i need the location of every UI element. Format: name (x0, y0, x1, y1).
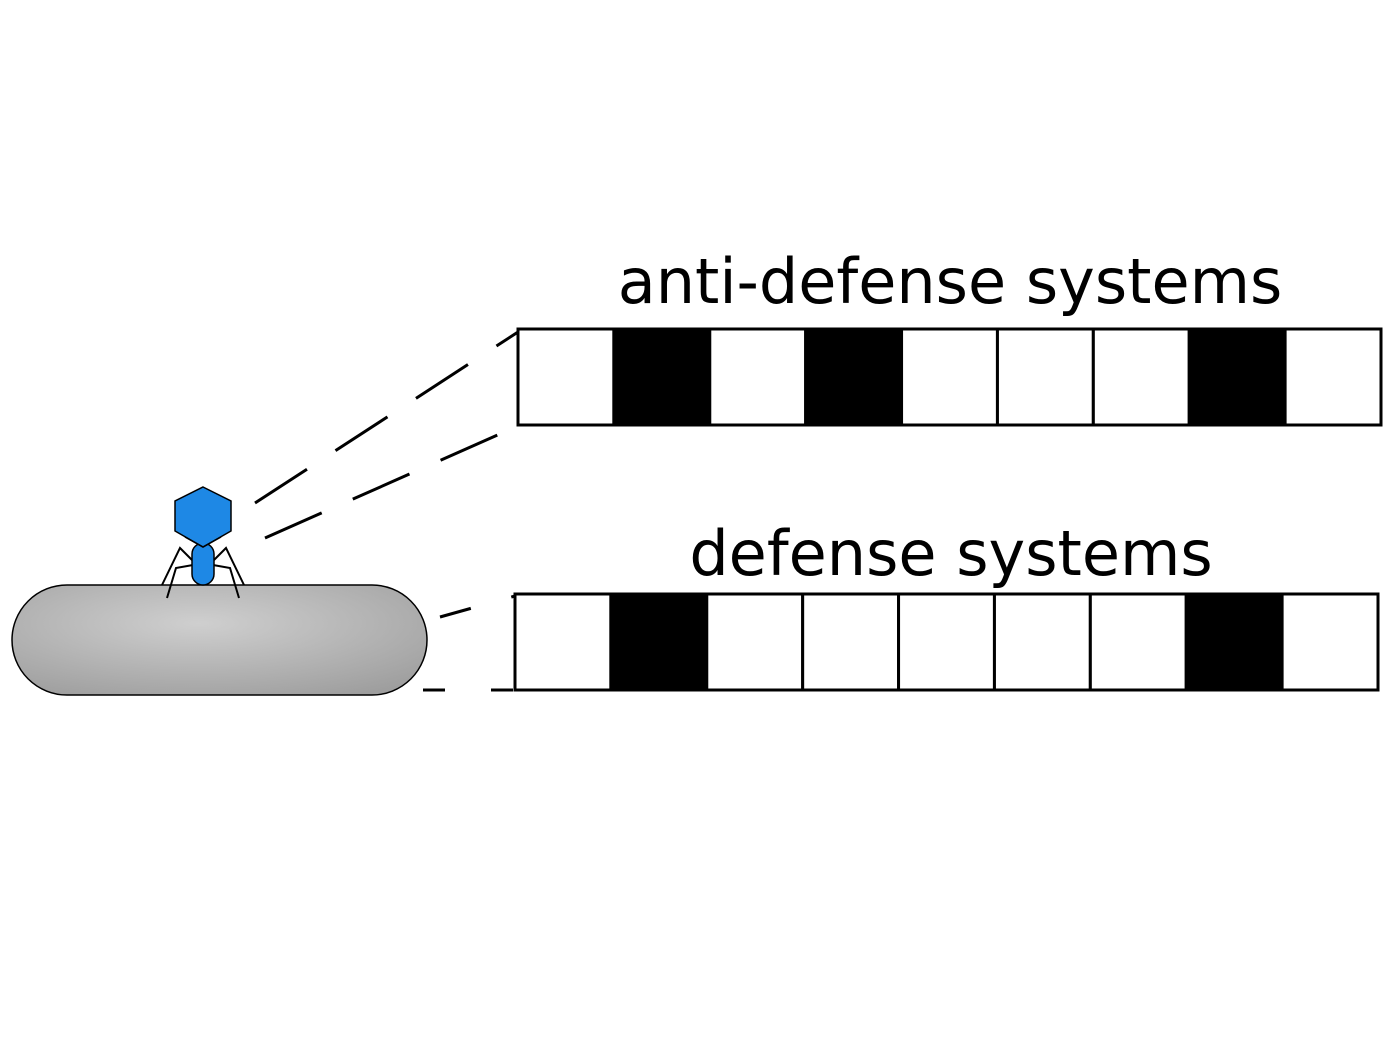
defense-systems-label: defense systems (689, 517, 1212, 590)
phage-zoom-lines (254, 330, 519, 540)
genome-cell-empty (801, 592, 901, 692)
genome-cell-filled (1187, 327, 1287, 427)
genome-cell-filled (1184, 592, 1284, 692)
genome-cell-empty (900, 327, 999, 427)
bacterium-zoom-lines (423, 594, 516, 692)
genome-cell-empty (1091, 327, 1191, 427)
genome-cell-empty (897, 592, 996, 692)
phage-genome-strip (516, 327, 1383, 427)
rod-bacterium-icon (11, 584, 428, 696)
genome-cell-empty (516, 327, 616, 427)
genome-cell-empty (705, 592, 805, 692)
genome-cell-empty (995, 327, 1095, 427)
genome-cell-empty (992, 592, 1092, 692)
genome-cell-empty (1283, 327, 1383, 427)
genome-cell-empty (1088, 592, 1188, 692)
anti-defense-systems-label: anti-defense systems (618, 245, 1283, 318)
genome-cell-filled (612, 327, 712, 427)
genome-cell-empty (513, 592, 613, 692)
bacterial-genome-strip (513, 592, 1380, 692)
bacteriophage-icon (161, 486, 245, 599)
genome-cell-filled (609, 592, 709, 692)
genome-cell-empty (1280, 592, 1380, 692)
genome-cell-filled (804, 327, 904, 427)
genome-cell-empty (708, 327, 808, 427)
